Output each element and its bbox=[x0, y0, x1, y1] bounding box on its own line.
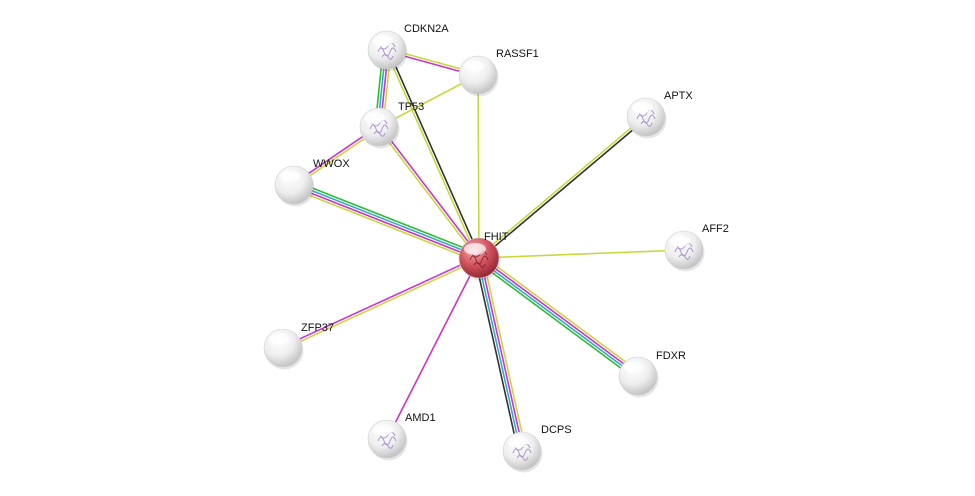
edge-channel-experiments bbox=[379, 125, 481, 259]
node-highlight bbox=[372, 424, 394, 436]
node-aff2[interactable]: AFF2 bbox=[664, 223, 729, 272]
edge-fhit-aff2[interactable] bbox=[478, 249, 685, 259]
node-aptx[interactable]: APTX bbox=[626, 90, 693, 139]
node-label: RASSF1 bbox=[496, 48, 539, 60]
edge-channel-textmining bbox=[477, 115, 646, 258]
node-label: CDKN2A bbox=[404, 23, 449, 35]
edge-fhit-dcps[interactable] bbox=[474, 256, 527, 453]
node-dcps[interactable]: DCPS bbox=[502, 424, 572, 473]
edge-channel-experiments bbox=[479, 256, 525, 452]
node-highlight bbox=[279, 170, 301, 182]
edge-fhit-rassf1[interactable] bbox=[477, 74, 480, 259]
edge-channel-database bbox=[477, 258, 639, 378]
node-highlight bbox=[463, 60, 485, 72]
node-highlight bbox=[464, 243, 486, 255]
node-label: AMD1 bbox=[405, 412, 436, 424]
edge-channel-database bbox=[293, 182, 481, 258]
edge-fhit-amd1[interactable] bbox=[386, 257, 480, 440]
edge-channel-experiments bbox=[281, 256, 480, 348]
edge-channel-neighborhood bbox=[475, 260, 637, 380]
node-tp53[interactable]: TP53 bbox=[359, 101, 424, 149]
node-label: AFF2 bbox=[702, 223, 729, 235]
node-zfp37[interactable]: ZFP37 bbox=[263, 322, 334, 370]
edge-channel-coexpression bbox=[387, 48, 481, 259]
edge-channel-coexpression bbox=[479, 117, 648, 260]
node-rassf1[interactable]: RASSF1 bbox=[458, 48, 539, 97]
node-label: ZFP37 bbox=[301, 322, 334, 334]
node-label: TP53 bbox=[398, 101, 424, 113]
node-fdxr[interactable]: FDXR bbox=[618, 350, 686, 398]
edge-fhit-aptx[interactable] bbox=[477, 115, 648, 260]
node-highlight bbox=[669, 235, 691, 247]
edge-channel-textmining bbox=[385, 49, 479, 260]
edge-channel-neighborhood bbox=[294, 180, 482, 256]
edge-channel-textmining bbox=[477, 74, 480, 259]
node-label: APTX bbox=[664, 90, 693, 102]
node-wwox[interactable]: WWOX bbox=[274, 158, 350, 207]
edge-channel-experiments bbox=[478, 256, 640, 376]
node-highlight bbox=[364, 112, 386, 124]
edges-layer bbox=[281, 47, 685, 453]
edge-channel-textmining bbox=[291, 187, 479, 263]
node-highlight bbox=[631, 102, 653, 114]
edge-channel-database bbox=[476, 257, 522, 453]
edge-channel-textmining bbox=[282, 258, 481, 350]
edge-fhit-tp53[interactable] bbox=[377, 125, 481, 260]
node-highlight bbox=[268, 333, 290, 345]
edge-fhit-wwox[interactable] bbox=[291, 180, 482, 263]
edge-channel-experiments bbox=[386, 257, 480, 440]
node-fhit[interactable]: FHIT bbox=[458, 231, 509, 281]
node-label: DCPS bbox=[541, 424, 572, 436]
node-label: FHIT bbox=[484, 231, 509, 243]
node-amd1[interactable]: AMD1 bbox=[367, 412, 436, 461]
edge-fhit-fdxr[interactable] bbox=[475, 254, 642, 380]
node-cdkn2a[interactable]: CDKN2A bbox=[367, 23, 449, 72]
edge-channel-textmining bbox=[478, 249, 685, 259]
node-label: FDXR bbox=[656, 350, 686, 362]
node-highlight bbox=[623, 361, 645, 373]
node-highlight bbox=[507, 436, 529, 448]
edge-fhit-zfp37[interactable] bbox=[281, 256, 481, 350]
node-highlight bbox=[372, 35, 394, 47]
node-label: WWOX bbox=[313, 158, 350, 170]
edge-channel-textmining bbox=[377, 126, 479, 260]
edge-channel-textmining bbox=[482, 256, 527, 451]
edge-fhit-cdkn2a[interactable] bbox=[385, 48, 481, 260]
edge-channel-experiments bbox=[292, 185, 480, 261]
edge-channel-coexpression bbox=[474, 258, 519, 453]
edge-channel-textmining bbox=[480, 254, 642, 374]
